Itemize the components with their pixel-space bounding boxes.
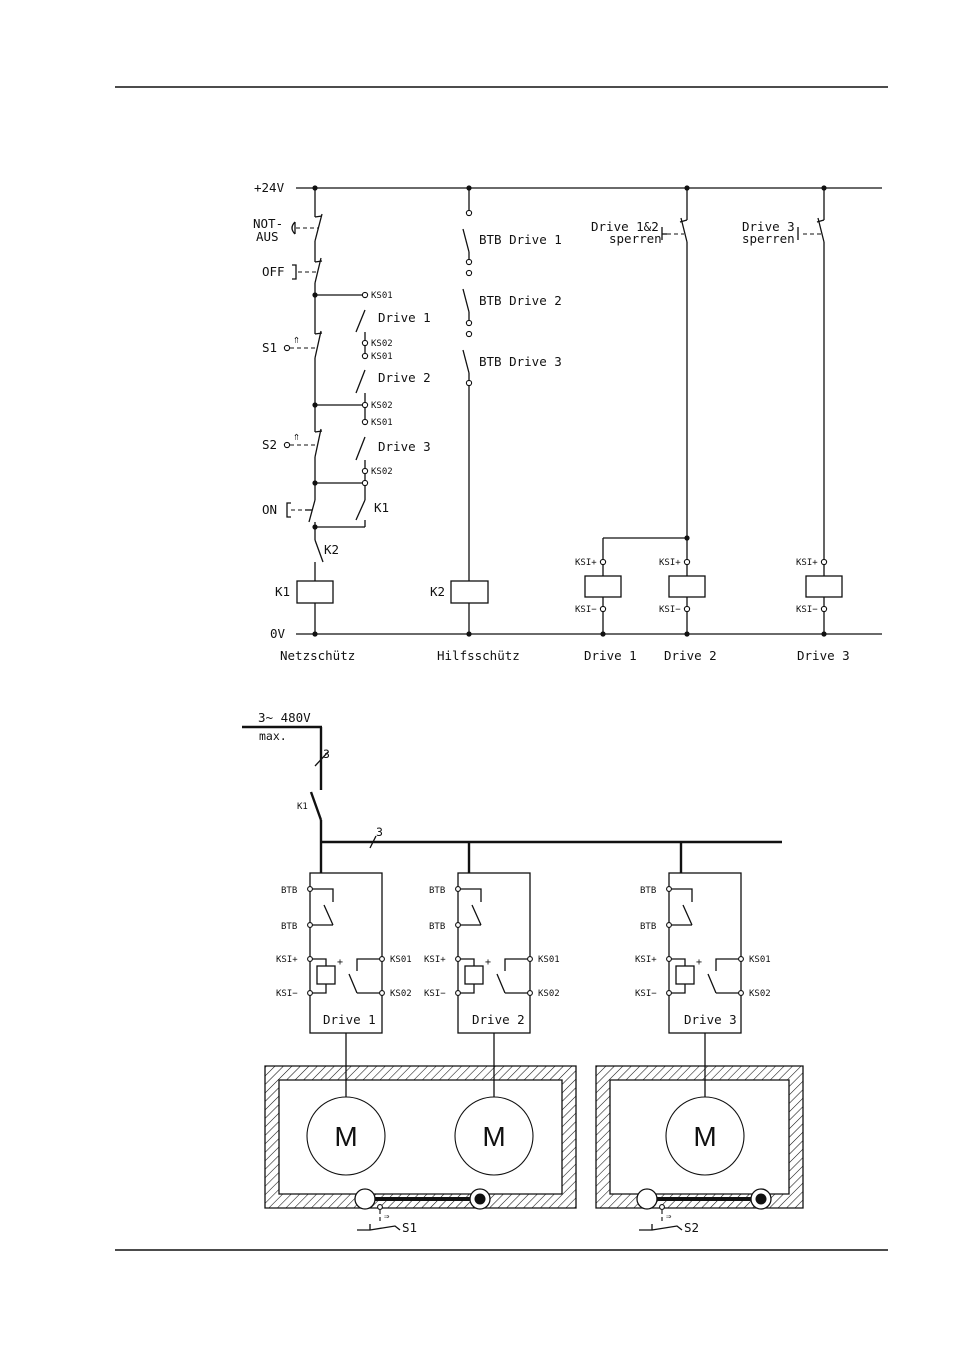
svg-text:KSI+: KSI+ <box>635 955 657 965</box>
label-btb-drive3: BTB Drive 3 <box>479 354 562 369</box>
door-switch-s2: ⇒ S2 <box>636 1188 772 1235</box>
svg-text:BTB: BTB <box>429 886 445 896</box>
control-circuit: +24V 0V NOT- AUS OFF ⇑ S1 <box>253 180 882 663</box>
label-s2: S2 <box>262 437 277 452</box>
svg-text:KS02: KS02 <box>371 401 393 411</box>
svg-text:KS02: KS02 <box>538 989 560 999</box>
svg-text:KSI−: KSI− <box>575 605 597 615</box>
enclosure-1 <box>264 1065 577 1209</box>
svg-text:+: + <box>696 957 702 968</box>
drive-module-2: BTB BTB KSI+ KSI− + KS01 KS02 Drive 2 <box>424 872 560 1034</box>
label-k1-contact: K1 <box>374 500 389 515</box>
svg-text:BTB: BTB <box>640 886 656 896</box>
svg-text:KS02: KS02 <box>390 989 412 999</box>
label-door-s1: S1 <box>402 1220 417 1235</box>
label-btb-drive2: BTB Drive 2 <box>479 293 562 308</box>
svg-text:KSI−: KSI− <box>424 989 446 999</box>
label-k1-main: K1 <box>297 802 308 812</box>
label-sperren12-1: Drive 1&2 <box>591 219 659 234</box>
label-aus: AUS <box>256 229 279 244</box>
svg-text:KSI−: KSI− <box>796 605 818 615</box>
svg-text:M: M <box>482 1121 505 1152</box>
svg-text:⇒: ⇒ <box>666 1212 672 1222</box>
coil-k2 <box>450 580 489 604</box>
ksi-drive1: KSI+ KSI− Drive 1 <box>575 558 637 663</box>
label-sperren12-2: sperren <box>609 231 662 246</box>
motor-2: M <box>454 1096 534 1176</box>
svg-text:M: M <box>334 1121 357 1152</box>
svg-text:KS01: KS01 <box>371 352 393 362</box>
drive-label-3: Drive 3 <box>684 1012 737 1027</box>
svg-text:M: M <box>693 1121 716 1152</box>
label-off: OFF <box>262 264 285 279</box>
power-circuit: 3~ 480V max. 3 K1 3 BTB BTB KSI+ KSI− <box>242 710 804 1235</box>
svg-text:KSI−: KSI− <box>635 989 657 999</box>
label-max: max. <box>259 729 287 743</box>
drive-label-1: Drive 1 <box>323 1012 376 1027</box>
label-door-s2: S2 <box>684 1220 699 1235</box>
svg-text:+: + <box>337 957 343 968</box>
svg-text:KS01: KS01 <box>371 418 393 428</box>
label-k2-coil: K2 <box>430 584 445 599</box>
label-ks-drive3: Drive 3 <box>378 439 431 454</box>
label-supply: 3~ 480V <box>258 710 311 725</box>
svg-text:KS02: KS02 <box>371 339 393 349</box>
svg-text:BTB: BTB <box>281 886 297 896</box>
motor-3: M <box>665 1096 745 1176</box>
svg-text:KS01: KS01 <box>749 955 771 965</box>
label-drive2-bottom: Drive 2 <box>664 648 717 663</box>
svg-text:⇒: ⇒ <box>384 1212 390 1222</box>
svg-text:KSI+: KSI+ <box>659 558 681 568</box>
label-btb-drive1: BTB Drive 1 <box>479 232 562 247</box>
drive-module-3: BTB BTB KSI+ KSI− + KS01 KS02 Drive 3 <box>635 872 771 1034</box>
svg-text:BTB: BTB <box>281 922 297 932</box>
svg-text:KS02: KS02 <box>749 989 771 999</box>
svg-text:⇑: ⇑ <box>293 429 300 443</box>
label-phases-2: 3 <box>376 825 383 839</box>
label-ks-drive1: Drive 1 <box>378 310 431 325</box>
svg-text:KS01: KS01 <box>538 955 560 965</box>
label-k2-contact: K2 <box>324 542 339 557</box>
svg-text:BTB: BTB <box>640 922 656 932</box>
ksi-drive3: KSI+ KSI− Drive 3 <box>796 558 850 663</box>
label-drive3-bottom: Drive 3 <box>797 648 850 663</box>
svg-text:⇑: ⇑ <box>293 332 300 346</box>
label-drive1-bottom: Drive 1 <box>584 648 637 663</box>
svg-text:KSI−: KSI− <box>276 989 298 999</box>
motor-1: M <box>306 1096 386 1176</box>
label-s1: S1 <box>262 340 277 355</box>
label-phases-1: 3 <box>323 747 330 761</box>
coil-k1 <box>296 580 334 604</box>
label-sperren3-1: Drive 3 <box>742 219 795 234</box>
label-0v: 0V <box>270 626 286 641</box>
svg-text:+: + <box>485 957 491 968</box>
ksi-drive2: KSI+ KSI− Drive 2 <box>659 558 717 663</box>
svg-text:KS02: KS02 <box>371 467 393 477</box>
svg-text:KSI+: KSI+ <box>424 955 446 965</box>
label-netzschuetz: Netzschütz <box>280 648 355 663</box>
label-24v: +24V <box>254 180 285 195</box>
svg-text:BTB: BTB <box>429 922 445 932</box>
svg-text:KS01: KS01 <box>390 955 412 965</box>
label-sperren3-2: sperren <box>742 231 795 246</box>
door-switch-s1: ⇒ S1 <box>354 1188 491 1235</box>
svg-text:KSI+: KSI+ <box>575 558 597 568</box>
drive-label-2: Drive 2 <box>472 1012 525 1027</box>
label-ks-drive2: Drive 2 <box>378 370 431 385</box>
svg-text:KSI−: KSI− <box>659 605 681 615</box>
svg-text:KS01: KS01 <box>371 291 393 301</box>
svg-text:KSI+: KSI+ <box>276 955 298 965</box>
svg-text:KSI+: KSI+ <box>796 558 818 568</box>
label-not: NOT- <box>253 216 283 231</box>
enclosure-2 <box>595 1065 804 1209</box>
label-on: ON <box>262 502 277 517</box>
label-hilfsschuetz: Hilfsschütz <box>437 648 520 663</box>
drive-module-1: BTB BTB KSI+ KSI− + KS01 KS02 Drive 1 <box>276 872 412 1034</box>
label-k1-coil: K1 <box>275 584 290 599</box>
